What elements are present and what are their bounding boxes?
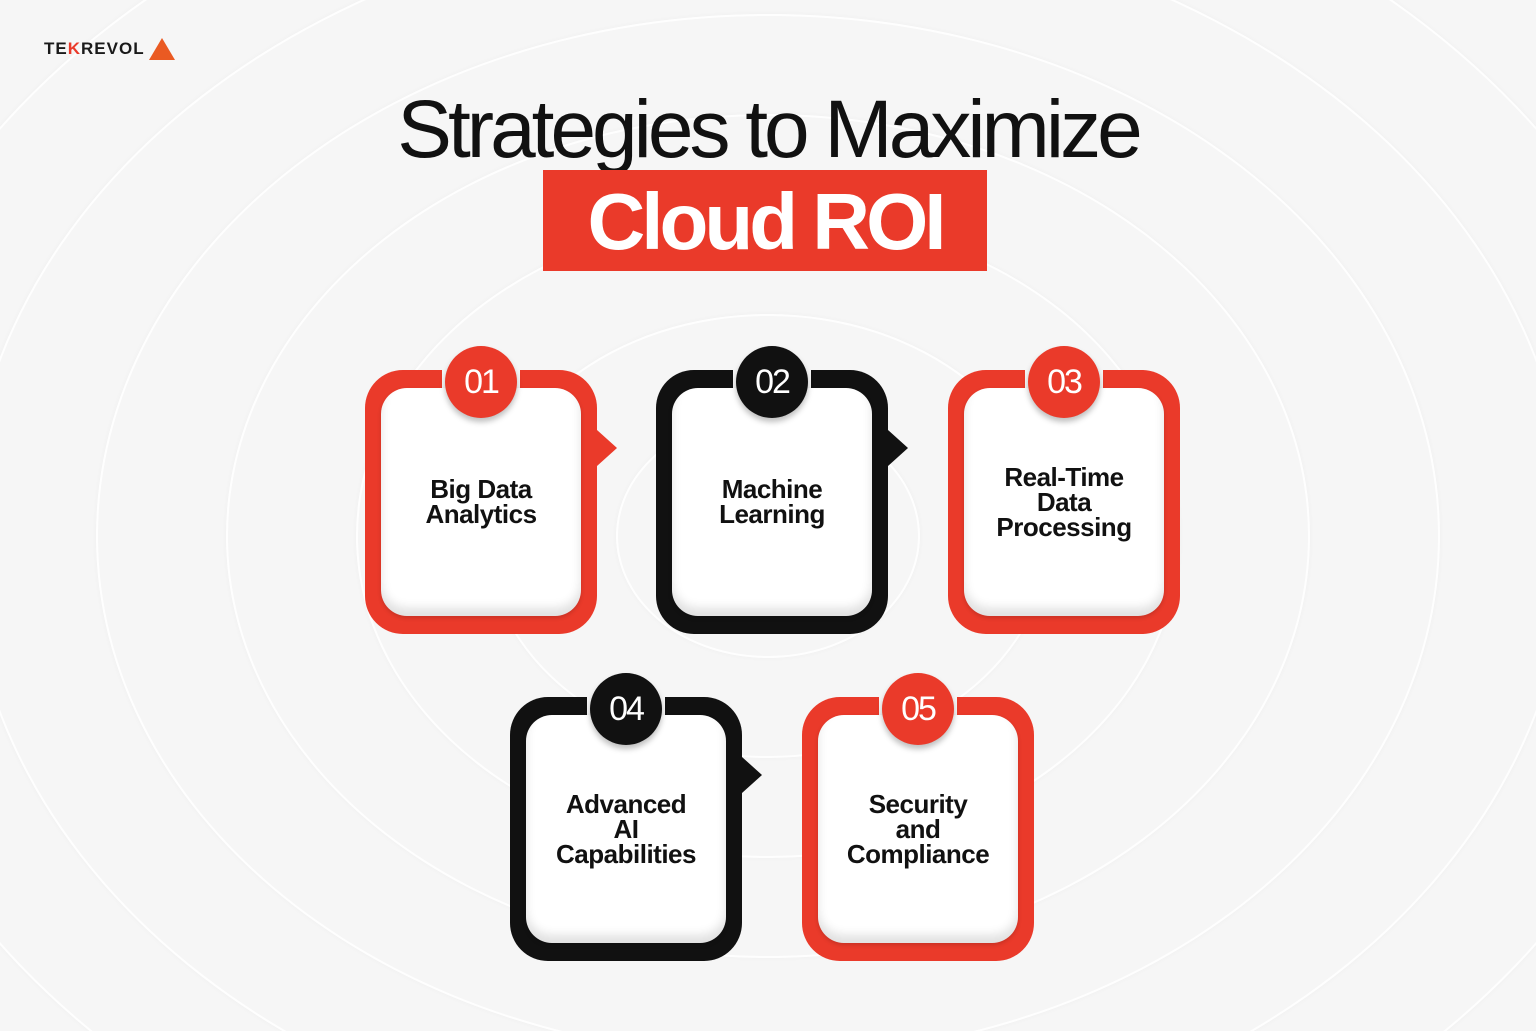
strategy-card-3: Real-Time Data Processing 03 [948, 346, 1180, 634]
page-title: Strategies to Maximize [397, 84, 1142, 175]
strategy-label: Advanced AI Capabilities [556, 788, 696, 869]
strategy-label: Machine Learning [719, 474, 825, 529]
strategy-card-4: Advanced AI Capabilities 04 [510, 673, 762, 961]
title-highlight: Cloud ROI [543, 170, 987, 271]
arrow-right-icon [597, 430, 617, 466]
strategy-card-5: Security and Compliance 05 [802, 673, 1034, 961]
brand-logo: TEKREVOL [44, 38, 175, 60]
number-badge: 03 [1028, 346, 1100, 418]
number-badge: 05 [882, 673, 954, 745]
triangle-logo-icon [148, 38, 175, 60]
strategy-label: Big Data Analytics [425, 474, 537, 529]
arrow-right-icon [888, 430, 908, 466]
strategy-label: Real-Time Data Processing [996, 461, 1132, 542]
strategy-card-2: Machine Learning 02 [656, 346, 908, 634]
brand-name: TEKREVOL [44, 39, 145, 58]
strategy-label: Security and Compliance [846, 788, 990, 869]
number-badge: 01 [445, 346, 517, 418]
number-badge: 04 [590, 673, 662, 745]
number-badge: 02 [736, 346, 808, 418]
arrow-right-icon [742, 757, 762, 793]
strategy-card-1: Big Data Analytics 01 [365, 346, 617, 634]
